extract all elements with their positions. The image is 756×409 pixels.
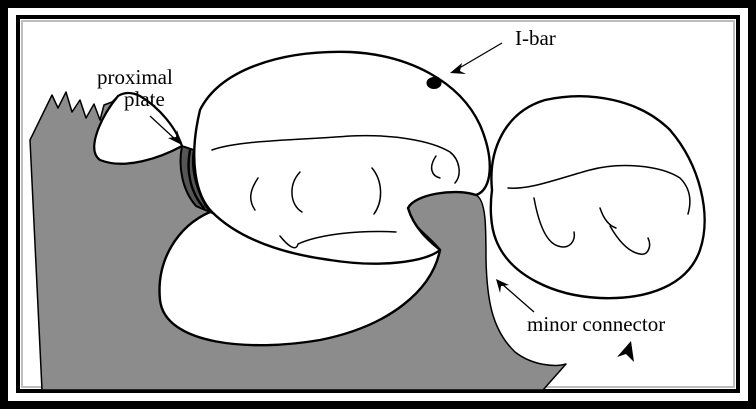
i-bar-tip [427,77,442,89]
minor-connector-label: minor connector [527,312,665,336]
i-bar-label: I-bar [515,26,556,50]
proximal-plate-label-line1: proximal [97,65,173,89]
proximal-plate-label-line2: plate [124,87,165,111]
